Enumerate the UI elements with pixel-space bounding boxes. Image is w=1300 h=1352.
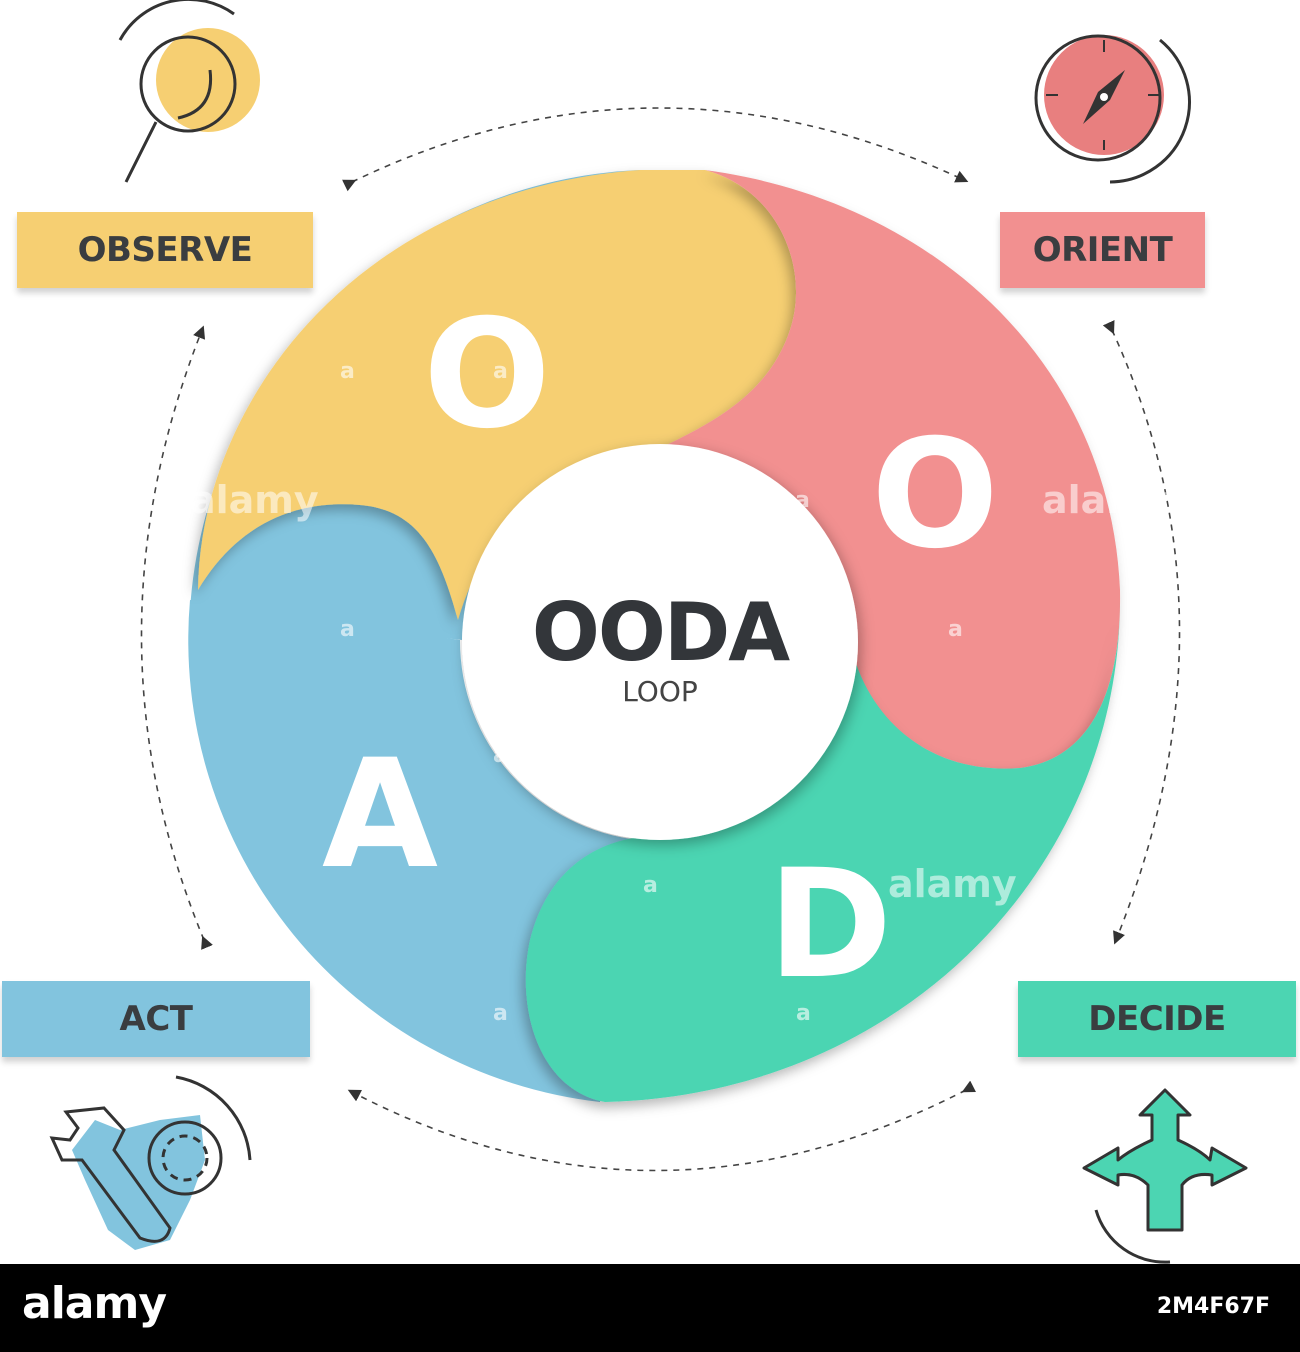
segment-observe [198, 170, 797, 620]
letter-act: A [321, 728, 439, 902]
crossroads-arrows-icon [1082, 1088, 1248, 1264]
magnifier-icon [118, 0, 260, 183]
label-act-text: ACT [119, 999, 193, 1039]
svg-text:a: a [795, 488, 810, 513]
svg-text:a: a [796, 1001, 811, 1026]
center-circle [462, 444, 858, 840]
image-id: 2M4F67F [1156, 1294, 1270, 1319]
arrow-observe-to-orient [342, 107, 969, 192]
label-orient-text: ORIENT [1032, 230, 1173, 270]
label-orient: ORIENT [1000, 212, 1205, 288]
svg-text:a: a [643, 873, 658, 898]
svg-text:a: a [493, 359, 508, 384]
watermark-word: alamy [190, 478, 319, 522]
watermark-brand: alamy [22, 1278, 167, 1329]
label-observe-text: OBSERVE [77, 230, 253, 270]
letter-orient: O [871, 408, 999, 582]
svg-text:a: a [493, 743, 508, 768]
ooda-diagram: aa aa aa aa aa aa [49, 0, 1248, 1264]
segment-orient [660, 170, 1121, 769]
svg-text:a: a [340, 359, 355, 384]
letter-decide: D [767, 838, 893, 1012]
label-decide-text: DECIDE [1088, 999, 1226, 1039]
center-subtitle: LOOP [622, 675, 698, 708]
watermark-footer: alamy 2M4F67F [0, 1264, 1300, 1352]
ooda-ring [188, 170, 1121, 1102]
arrow-decide-to-act [347, 1080, 977, 1172]
svg-text:a: a [340, 617, 355, 642]
arrow-act-to-observe [140, 325, 213, 950]
svg-text:a: a [948, 617, 963, 642]
label-act: ACT [2, 981, 310, 1057]
svg-text:a: a [648, 488, 663, 513]
label-observe: OBSERVE [17, 212, 313, 288]
label-decide: DECIDE [1018, 981, 1296, 1057]
svg-text:a: a [796, 743, 811, 768]
center-title: OODA [531, 586, 790, 679]
segment-decide [525, 600, 1120, 1102]
watermark-word: alamy [1042, 478, 1171, 522]
wrench-gear-icon [49, 1075, 252, 1250]
svg-text:a: a [493, 1001, 508, 1026]
letter-observe: O [423, 288, 551, 462]
watermark-word: alamy [888, 862, 1017, 906]
watermark-marks: aa aa aa aa aa aa [190, 359, 963, 1026]
arrow-orient-to-decide [1102, 320, 1181, 945]
compass-icon [1034, 34, 1191, 184]
cycle-arrows [140, 107, 1181, 1172]
